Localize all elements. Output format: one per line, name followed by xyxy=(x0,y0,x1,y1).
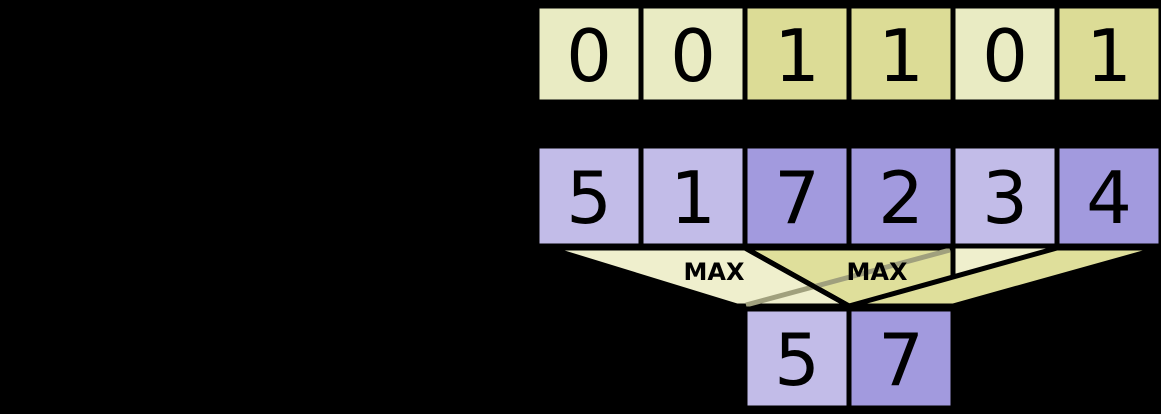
mask-cell-value: 1 xyxy=(1086,14,1132,98)
mask-cell: 1 xyxy=(1054,3,1161,105)
input-cell: 2 xyxy=(846,143,956,249)
mask-cell: 0 xyxy=(638,3,748,105)
input-cell-value: 4 xyxy=(1086,156,1132,240)
max-label-left: MAX xyxy=(684,258,745,286)
input-cell-value: 1 xyxy=(670,156,716,240)
mask-cell-value: 0 xyxy=(670,14,716,98)
input-cell-box xyxy=(846,143,956,249)
mask-cell: 1 xyxy=(846,3,956,105)
output-cell-box xyxy=(846,306,956,411)
mask-cell-box xyxy=(1054,3,1161,105)
output-cell: 5 xyxy=(742,306,852,411)
mask-cell: 1 xyxy=(742,3,852,105)
mask-cell-box xyxy=(534,3,644,105)
funnel-divider-edge xyxy=(743,245,851,309)
input-cell: 4 xyxy=(1054,143,1161,249)
input-cell-box xyxy=(638,143,748,249)
output-row: 5 7 xyxy=(742,306,956,411)
input-row: 5 1 7 2 3 4 xyxy=(534,143,1161,249)
funnel-overlap-edge xyxy=(745,247,951,308)
input-cell-value: 2 xyxy=(878,156,924,240)
mask-cell-box xyxy=(638,3,748,105)
mask-cell-value: 0 xyxy=(566,14,612,98)
input-cell: 7 xyxy=(742,143,852,249)
mask-cell: 0 xyxy=(950,3,1060,105)
max-label-right: MAX xyxy=(847,258,908,286)
input-cell: 5 xyxy=(534,143,644,249)
mask-cell-value: 0 xyxy=(982,14,1028,98)
input-cell: 3 xyxy=(950,143,1060,249)
mask-cell-box xyxy=(846,3,956,105)
output-cell-value: 5 xyxy=(774,318,820,402)
input-cell: 1 xyxy=(638,143,748,249)
mask-cell: 0 xyxy=(534,3,644,105)
mask-cell-value: 1 xyxy=(878,14,924,98)
input-cell-value: 3 xyxy=(982,156,1028,240)
mask-row: 0 0 1 1 0 1 xyxy=(534,3,1161,105)
mask-cell-box xyxy=(950,3,1060,105)
output-cell-value: 7 xyxy=(878,318,924,402)
pooling-funnels: MAX MAX xyxy=(547,245,1161,309)
mask-cell-value: 1 xyxy=(774,14,820,98)
input-cell-value: 7 xyxy=(774,156,820,240)
output-cell: 7 xyxy=(846,306,956,411)
input-cell-value: 5 xyxy=(566,156,612,240)
mask-cell-box xyxy=(742,3,852,105)
input-cell-box xyxy=(1054,143,1161,249)
